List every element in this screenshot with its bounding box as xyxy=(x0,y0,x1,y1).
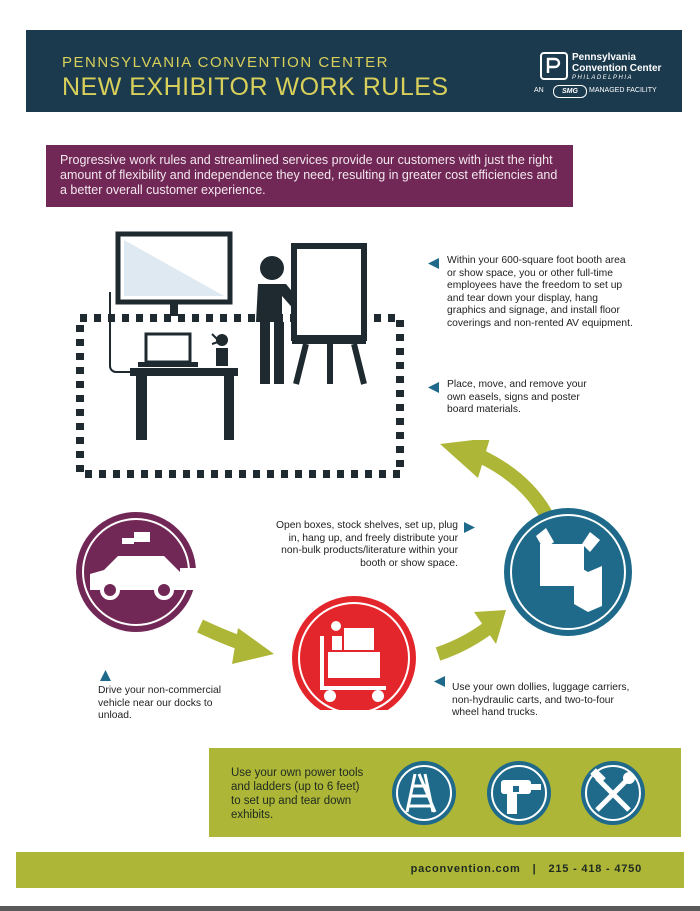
rule-tools: Use your own power tools and ladders (up… xyxy=(231,767,364,821)
smg-logo: SMG xyxy=(553,85,587,98)
laptop-icon xyxy=(138,332,198,367)
tools-icon xyxy=(581,761,645,825)
arrow-up-left-icon xyxy=(440,440,557,526)
logo-managed-prefix: AN xyxy=(534,87,544,94)
booth-boundary xyxy=(76,314,404,478)
car-icon xyxy=(90,532,200,600)
tools-icons xyxy=(392,761,645,825)
rule-booth: Within your 600-square foot booth area o… xyxy=(447,255,633,329)
arrow-right-icon xyxy=(197,619,274,664)
drill-icon xyxy=(487,761,551,825)
logo-name-line2: Convention Center xyxy=(572,63,662,74)
car-circle xyxy=(76,512,200,632)
cart-circle xyxy=(292,596,416,710)
rule-easels: Place, move, and remove your own easels,… xyxy=(447,379,587,415)
rule-vehicle: Drive your non-commercial vehicle near o… xyxy=(98,685,222,721)
arrow-up-right-icon xyxy=(435,610,506,661)
flowers-icon xyxy=(211,333,228,366)
footer-bar: paconvention.com | 215 - 418 - 4750 xyxy=(16,852,684,888)
tools-banner: Use your own power tools and ladders (up… xyxy=(209,748,681,837)
pointer-up-icon xyxy=(100,670,111,681)
footer-phone: 215 - 418 - 4750 xyxy=(548,863,642,875)
workflow-graphic xyxy=(76,440,632,710)
header-title-line1: PENNSYLVANIA CONVENTION CENTER xyxy=(62,54,389,71)
pointer-left-icon xyxy=(428,258,439,269)
footer-contact: paconvention.com | 215 - 418 - 4750 xyxy=(411,863,642,875)
logo-name-line1: Pennsylvania xyxy=(572,52,636,63)
pointer-left-icon xyxy=(434,676,445,687)
pointer-left-icon xyxy=(428,382,439,393)
logo-city: PHILADELPHIA xyxy=(572,75,634,81)
rule-dollies: Use your own dollies, luggage carriers, … xyxy=(452,682,630,718)
intro-text: Progressive work rules and streamlined s… xyxy=(60,153,558,197)
pcc-logo-icon xyxy=(540,52,568,80)
footer-separator: | xyxy=(532,863,537,875)
rule-boxes: Open boxes, stock shelves, set up, plug … xyxy=(275,520,458,569)
ladder-icon xyxy=(392,761,456,825)
monitor-icon xyxy=(115,231,233,316)
scan-edge xyxy=(0,906,700,911)
logo-managed-suffix: MANAGED FACILITY xyxy=(589,87,657,94)
table-icon xyxy=(130,368,238,440)
cart-icon xyxy=(320,621,386,702)
box-circle xyxy=(504,508,632,636)
box-icon xyxy=(536,528,602,612)
pointer-right-icon xyxy=(464,522,475,533)
booth-illustration xyxy=(76,231,404,478)
intro-banner: Progressive work rules and streamlined s… xyxy=(46,145,573,207)
header-banner: PENNSYLVANIA CONVENTION CENTER NEW EXHIB… xyxy=(26,30,682,112)
header-title-line2: NEW EXHIBITOR WORK RULES xyxy=(62,73,449,101)
easel-icon xyxy=(291,243,367,385)
footer-website[interactable]: paconvention.com xyxy=(410,863,521,875)
